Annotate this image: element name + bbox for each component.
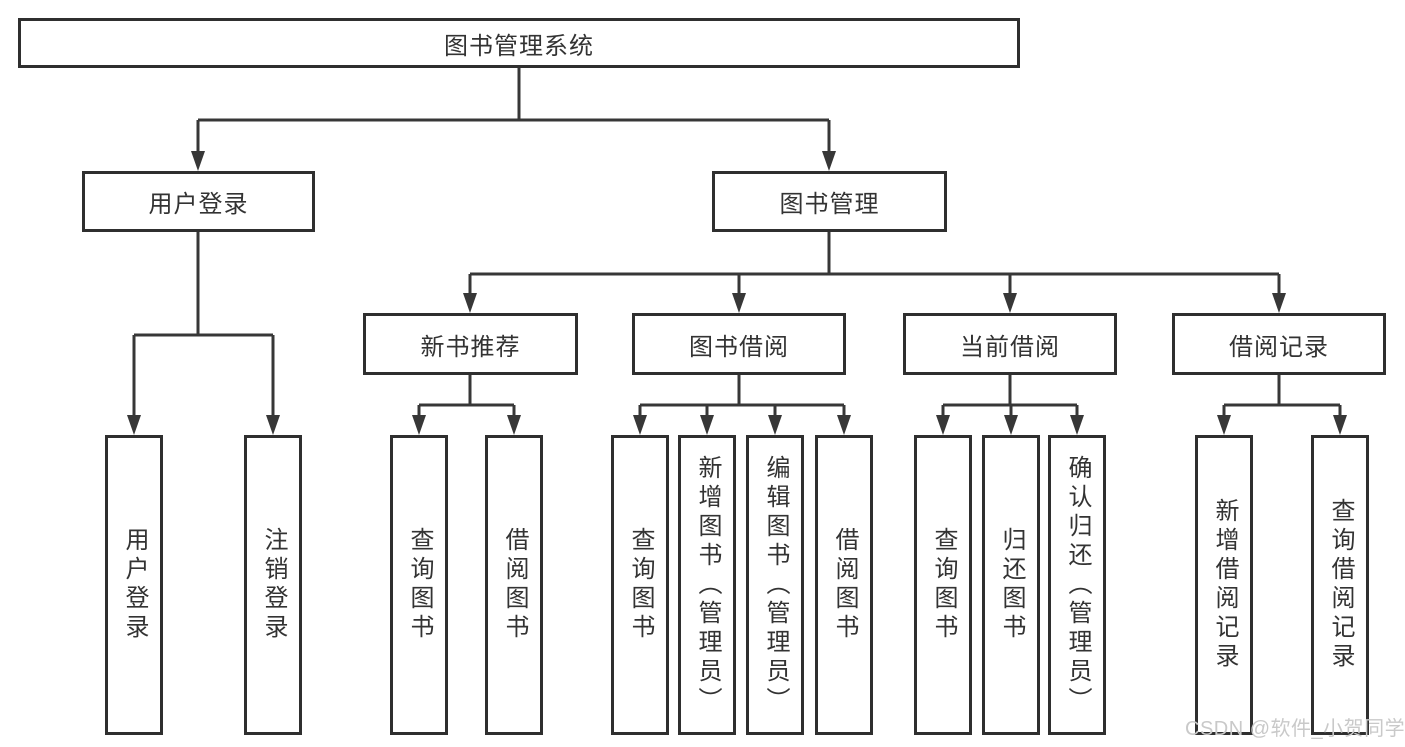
leaf-logout: 注销登录 [244, 435, 302, 735]
leaf-add-borrow-record: 新增借阅记录 [1195, 435, 1253, 735]
leaf-borrow-books-2: 借阅图书 [815, 435, 873, 735]
node-book-management: 图书管理 [712, 171, 947, 232]
node-book-management-label: 图书管理 [779, 191, 880, 218]
leaf-query-books-3: 查询图书 [914, 435, 972, 735]
leaf-add-books-admin: 新增图书（管理员） [678, 435, 736, 735]
leaf-borrow-books-1: 借阅图书 [485, 435, 543, 735]
csdn-watermark: CSDN @软件_小贺同学 [1185, 718, 1405, 740]
node-user-login-label: 用户登录 [148, 191, 249, 218]
leaf-add-books-admin-label: 新增图书（管理员） [694, 454, 721, 716]
leaf-edit-books-admin-label: 编辑图书（管理员） [762, 454, 789, 716]
node-new-book-recommend-label: 新书推荐 [420, 333, 521, 361]
node-new-book-recommend: 新书推荐 [363, 313, 578, 375]
node-borrowing-records: 借阅记录 [1172, 313, 1386, 375]
leaf-query-books-1-label: 查询图书 [406, 527, 433, 643]
node-current-borrowing-label: 当前借阅 [960, 333, 1060, 361]
node-borrowing-records-label: 借阅记录 [1229, 333, 1329, 361]
leaf-borrow-books-1-label: 借阅图书 [501, 527, 528, 643]
arrowheads [127, 151, 1347, 435]
leaf-confirm-return-admin: 确认归还（管理员） [1048, 435, 1106, 735]
connector-paths [132, 68, 1342, 419]
leaf-return-books: 归还图书 [982, 435, 1040, 735]
leaf-borrow-books-2-label: 借阅图书 [831, 527, 858, 643]
leaf-add-borrow-record-label: 新增借阅记录 [1211, 498, 1238, 672]
node-book-borrowing-label: 图书借阅 [689, 333, 789, 361]
leaf-edit-books-admin: 编辑图书（管理员） [746, 435, 804, 735]
node-root: 图书管理系统 [18, 18, 1020, 68]
leaf-query-books-2-label: 查询图书 [627, 527, 654, 643]
node-user-login: 用户登录 [82, 171, 315, 232]
node-root-label: 图书管理系统 [444, 32, 594, 60]
node-book-borrowing: 图书借阅 [632, 313, 846, 375]
leaf-query-borrow-record: 查询借阅记录 [1311, 435, 1369, 735]
leaf-confirm-return-admin-label: 确认归还（管理员） [1064, 454, 1091, 716]
leaf-user-login-label: 用户登录 [121, 527, 148, 643]
leaf-query-books-3-label: 查询图书 [930, 527, 957, 643]
leaf-query-borrow-record-label: 查询借阅记录 [1327, 498, 1354, 672]
leaf-query-books-1: 查询图书 [390, 435, 448, 735]
leaf-logout-label: 注销登录 [260, 527, 287, 643]
node-current-borrowing: 当前借阅 [903, 313, 1117, 375]
leaf-return-books-label: 归还图书 [998, 527, 1025, 643]
leaf-user-login: 用户登录 [105, 435, 163, 735]
leaf-query-books-2: 查询图书 [611, 435, 669, 735]
